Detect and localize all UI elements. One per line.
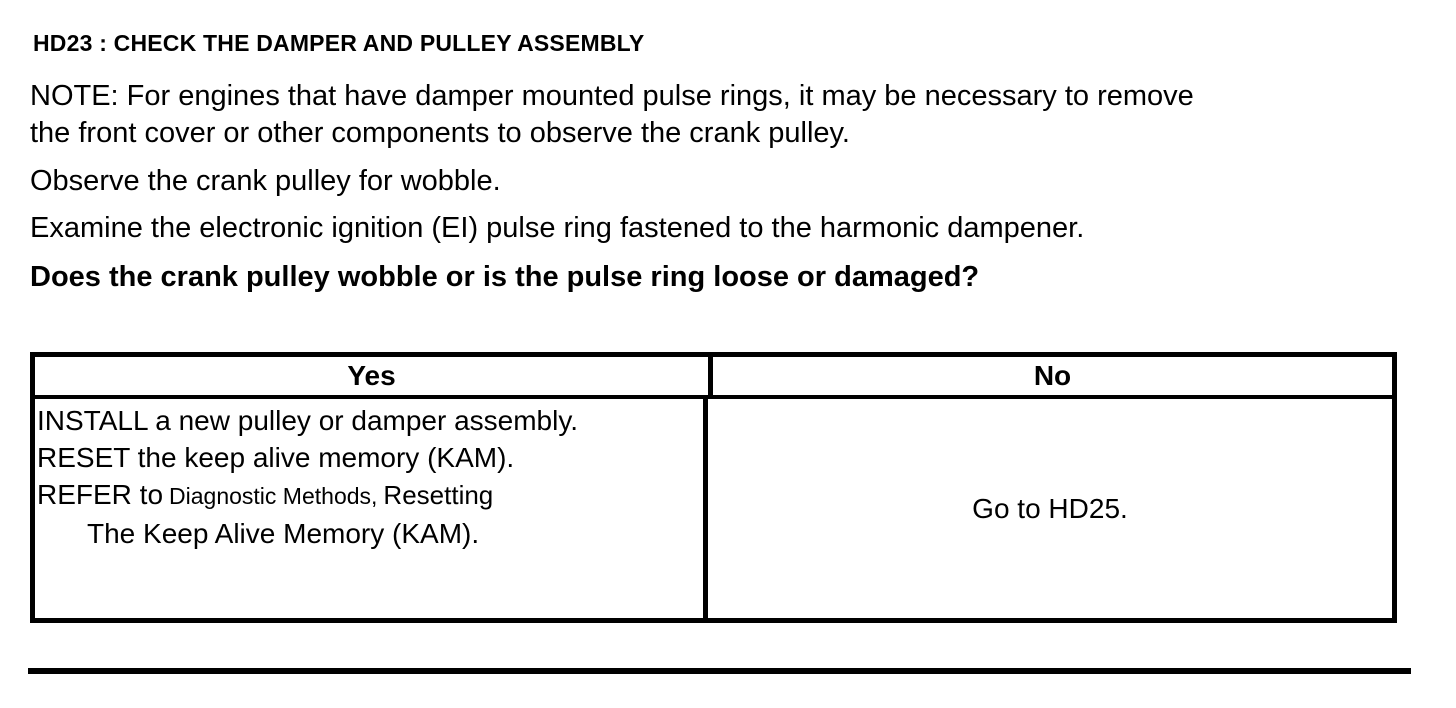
- instruction-examine-pulse-ring: Examine the electronic ignition (EI) pul…: [30, 212, 1085, 244]
- yes-column-header: Yes: [35, 357, 713, 395]
- no-column-header: No: [1033, 360, 1072, 391]
- note-line-2: the front cover or other components to o…: [30, 117, 850, 149]
- yes-action-cell: INSTALL a new pulley or damper assembly.…: [35, 399, 708, 618]
- yes-action-line-reset: RESET the keep alive memory (KAM).: [37, 442, 515, 473]
- no-action-cell: Go to HD25.: [708, 399, 1392, 618]
- page-title: HD23 : CHECK THE DAMPER AND PULLEY ASSEM…: [33, 30, 645, 56]
- note-line-1: NOTE: For engines that have damper mount…: [30, 80, 1194, 112]
- yes-action-line-kam-continuation: The Keep Alive Memory (KAM).: [87, 518, 480, 549]
- refer-link-resetting: Resetting: [383, 480, 494, 510]
- note-paragraph: NOTE: For engines that have damper mount…: [30, 78, 1194, 152]
- decision-table: Yes No INSTALL a new pulley or damper as…: [30, 352, 1397, 623]
- diagnostic-question: Does the crank pulley wobble or is the p…: [30, 261, 980, 293]
- instruction-observe-pulley: Observe the crank pulley for wobble.: [30, 165, 501, 197]
- refer-link-diagnostic-methods: Diagnostic Methods,: [169, 483, 378, 509]
- yes-action-line-install: INSTALL a new pulley or damper assembly.: [37, 405, 579, 436]
- refer-prefix: REFER to: [37, 479, 164, 510]
- no-action-text: Go to HD25.: [972, 492, 1128, 524]
- page-bottom-rule: [28, 668, 1411, 674]
- decision-table-body-row: INSTALL a new pulley or damper assembly.…: [35, 399, 1392, 618]
- decision-table-header-row: Yes No: [35, 357, 1392, 399]
